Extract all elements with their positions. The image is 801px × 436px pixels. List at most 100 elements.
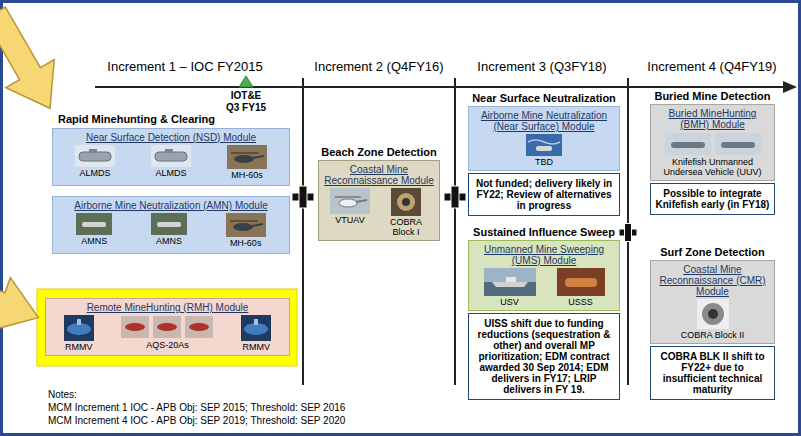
figure: VTUAV — [330, 188, 370, 225]
module-box: Buried Mine DetectionBuried MineHunting … — [650, 90, 775, 181]
almds-photo — [151, 145, 191, 167]
figure-caption: VTUAV — [335, 215, 364, 225]
usv-photo — [484, 268, 536, 296]
amns-photo — [76, 213, 112, 235]
note-frame: UISS shift due to funding reductions (se… — [468, 313, 620, 400]
section-heading: Near Surface Neutralization — [468, 92, 620, 105]
module-title: Coastal Mine Reconnaissance (CMR) Module — [655, 264, 770, 297]
module-frame: Buried MineHunting (BMH) Module Knifefis… — [650, 104, 775, 181]
figure-row: VTUAV COBRA Block I — [323, 188, 435, 237]
vtuav — [330, 188, 370, 214]
figure: RMMV — [241, 315, 271, 352]
figure: Knifefish Unmanned Undersea Vehicle (UUV… — [655, 132, 770, 177]
cobra-sensor — [697, 299, 729, 329]
aqs-20a — [121, 316, 213, 338]
module-box: Surf Zone DetectionCoastal Mine Reconnai… — [650, 246, 775, 344]
notes-heading: Notes: — [48, 389, 308, 401]
figure-caption: AQS-20As — [146, 340, 189, 350]
section-heading: Sustained Influence Sweep — [468, 226, 620, 239]
note-box: Not funded; delivery likely in FY22; Rev… — [468, 173, 620, 216]
module-frame: Near Surface Detection (NSD) Module ALMD… — [52, 128, 290, 186]
neutralizer-photo — [526, 134, 562, 156]
module-title: Remote MineHunting (RMH) Module — [50, 302, 285, 313]
almds-photo — [75, 145, 115, 167]
module-frame: Airborne Mine Neutralization (Near Surfa… — [468, 106, 620, 171]
pointer-arrow — [0, 0, 74, 122]
note-text: Possible to integrate Knifefish early (i… — [655, 188, 770, 210]
highlight-frame — [37, 289, 297, 366]
milestone-triangle — [239, 76, 253, 87]
module-title: Buried MineHunting (BMH) Module — [655, 108, 770, 130]
figure-caption: RMMV — [65, 342, 93, 352]
note-box: UISS shift due to funding reductions (se… — [468, 313, 620, 400]
figure-caption: Knifefish Unmanned Undersea Vehicle (UUV… — [655, 157, 770, 177]
cobra-photo — [391, 188, 421, 216]
section-heading: Buried Mine Detection — [650, 90, 775, 103]
module-frame: Coastal Mine Reconnaissance (CMR) Module… — [650, 260, 775, 344]
figure-row: ALMDS ALMDS MH-60s — [57, 145, 285, 180]
module-title: Unmanned Mine Sweeping (UMS) Module — [473, 244, 615, 266]
module-box: Near Surface Detection (NSD) Module ALMD… — [52, 128, 290, 186]
figure: TBD — [526, 134, 562, 167]
group-heading: Rapid Minehunting & Clearing — [58, 113, 258, 126]
cobra-block-ii-photo — [697, 299, 729, 329]
figure-row: USV USSS — [473, 268, 615, 307]
figure-caption: MH-60s — [230, 238, 262, 248]
figure: MH-60s — [226, 213, 266, 248]
figure-caption: TBD — [535, 157, 553, 167]
usss-photo — [557, 268, 605, 296]
aqs-20a-photos — [121, 315, 213, 339]
figure-caption: USSS — [568, 297, 593, 307]
module-box: Beach Zone DetectionCoastal Mine Reconna… — [318, 146, 440, 241]
plus-sign — [444, 186, 466, 208]
figure: ALMDS — [75, 145, 115, 178]
figure: USV — [484, 268, 536, 307]
module-box: Near Surface NeutralizationAirborne Mine… — [468, 92, 620, 171]
figure-row: RMMV AQS-20As RMMV — [50, 315, 285, 352]
figure-row: AMNS AMNS MH-60s — [57, 213, 285, 248]
figure-caption: AMNS — [156, 236, 182, 246]
figure: AMNS — [76, 213, 112, 246]
helicopter — [227, 145, 267, 169]
note-frame: Not funded; delivery likely in FY22; Rev… — [468, 173, 620, 216]
increment-header: Increment 2 (Q4FY16) — [303, 60, 455, 75]
almds-pod — [151, 145, 191, 167]
module-title: Airborne Mine Neutralization (AMN) Modul… — [57, 200, 285, 211]
amns-vehicle — [76, 213, 112, 235]
note-frame: Possible to integrate Knifefish early (i… — [650, 183, 775, 215]
helicopter — [226, 213, 266, 237]
figure-caption: ALMDS — [79, 168, 110, 178]
vtuav-photo — [330, 188, 370, 214]
note-text: Not funded; delivery likely in FY22; Rev… — [473, 178, 615, 211]
module-box: Sustained Influence SweepUnmanned Mine S… — [468, 226, 620, 311]
section-heading: Surf Zone Detection — [650, 246, 775, 259]
figure-row: TBD — [473, 134, 615, 167]
plus-sign — [292, 186, 314, 208]
knifefish-uuv — [665, 133, 761, 155]
module-title: Airborne Mine Neutralization (Near Surfa… — [473, 110, 615, 132]
timeline — [95, 86, 784, 88]
note-box: COBRA BLK II shift to FY22+ due to insuf… — [650, 346, 775, 400]
figure: COBRA Block II — [681, 299, 745, 340]
figure-caption: MH-60s — [231, 170, 263, 180]
note-box: Possible to integrate Knifefish early (i… — [650, 183, 775, 215]
figure-row: Knifefish Unmanned Undersea Vehicle (UUV… — [655, 132, 770, 177]
note-text: UISS shift due to funding reductions (se… — [473, 318, 615, 395]
figure-caption: USV — [500, 297, 519, 307]
helicopter-photo — [226, 213, 266, 237]
figure: ALMDS — [151, 145, 191, 178]
figure: MH-60s — [227, 145, 267, 180]
module-box: Remote MineHunting (RMH) Module RMMV AQS… — [45, 298, 290, 356]
figure-caption: RMMV — [242, 342, 270, 352]
figure: RMMV — [64, 315, 94, 352]
usv-boat — [484, 268, 536, 296]
figure: COBRA Block I — [384, 188, 428, 237]
knifefish-photos — [665, 132, 761, 156]
note-line: MCM Increment 4 IOC - APB Obj: SEP 2019;… — [48, 415, 448, 427]
note-line: MCM Increment 1 IOC - APB Obj: SEP 2015;… — [48, 402, 448, 414]
rmmv-vehicle — [241, 315, 271, 341]
module-frame: Remote MineHunting (RMH) Module RMMV AQS… — [45, 298, 290, 356]
module-title: Coastal Mine Reconnaissance Module — [323, 164, 435, 186]
figure-caption: AMNS — [81, 236, 107, 246]
